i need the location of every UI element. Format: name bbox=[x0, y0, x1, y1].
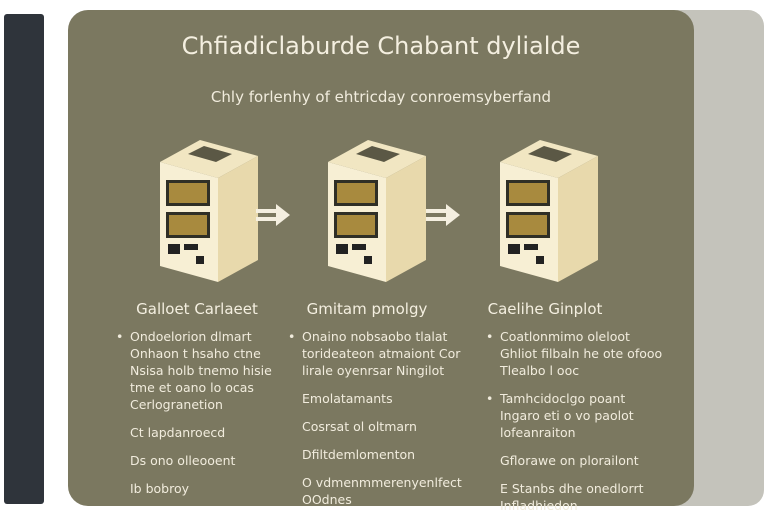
list-item: Gflorawe on plorailont bbox=[500, 453, 639, 468]
list-item: Tamhcidoclgo poant Ingaro eti o vo paolo… bbox=[484, 390, 664, 441]
list-item: O vdmenmmerenyenlfect OOdnes bbox=[302, 475, 462, 507]
diagram-card: Chfiadiclaburde Chabant dylialde Chly fo… bbox=[68, 10, 694, 513]
list-item: Cosrsat ol oltmarn bbox=[302, 419, 417, 434]
list-item: Onaino nobsaobo tlalat torideateon atmai… bbox=[286, 328, 466, 379]
diagram-subtitle: Chly forlenhy of ehtricday conroemsyberf… bbox=[210, 88, 552, 106]
server-1-icon bbox=[160, 140, 258, 282]
list-item: Ct lapdanroecd bbox=[130, 425, 226, 440]
server-3-icon bbox=[500, 140, 598, 282]
list-item: Emolatamants bbox=[302, 391, 393, 406]
column-1-heading: Galloet Carlaeet bbox=[136, 300, 258, 318]
column-1-list: Ondoelorion dlmart Onhaon t hsaho ctne N… bbox=[114, 328, 294, 508]
list-item: Ondoelorion dlmart Onhaon t hsaho ctne N… bbox=[114, 328, 294, 413]
flow-arrow-1-icon bbox=[256, 204, 290, 226]
list-item: Coatlonmimo oleloot Ghliot filbaln he ot… bbox=[484, 328, 664, 379]
column-3-list: Coatlonmimo oleloot Ghliot filbaln he ot… bbox=[484, 328, 664, 525]
list-item: E Stanbs dhe onedlorrt Infladhiedon bbox=[500, 481, 644, 513]
list-item: Ds ono olleooent bbox=[130, 453, 236, 468]
column-2-heading: Gmitam pmolgy bbox=[306, 300, 428, 318]
list-item: Ib bobroy bbox=[130, 481, 190, 496]
flow-arrow-2-icon bbox=[426, 204, 460, 226]
list-item: Dfiltdemlomenton bbox=[302, 447, 416, 462]
server-2-icon bbox=[328, 140, 426, 282]
diagram-title: Chfiadiclaburde Chabant dylialde bbox=[181, 32, 581, 60]
left-dark-panel bbox=[4, 14, 44, 504]
column-2-list: Onaino nobsaobo tlalat torideateon atmai… bbox=[286, 328, 466, 519]
column-3-heading: Caelihe Ginplot bbox=[487, 300, 603, 318]
